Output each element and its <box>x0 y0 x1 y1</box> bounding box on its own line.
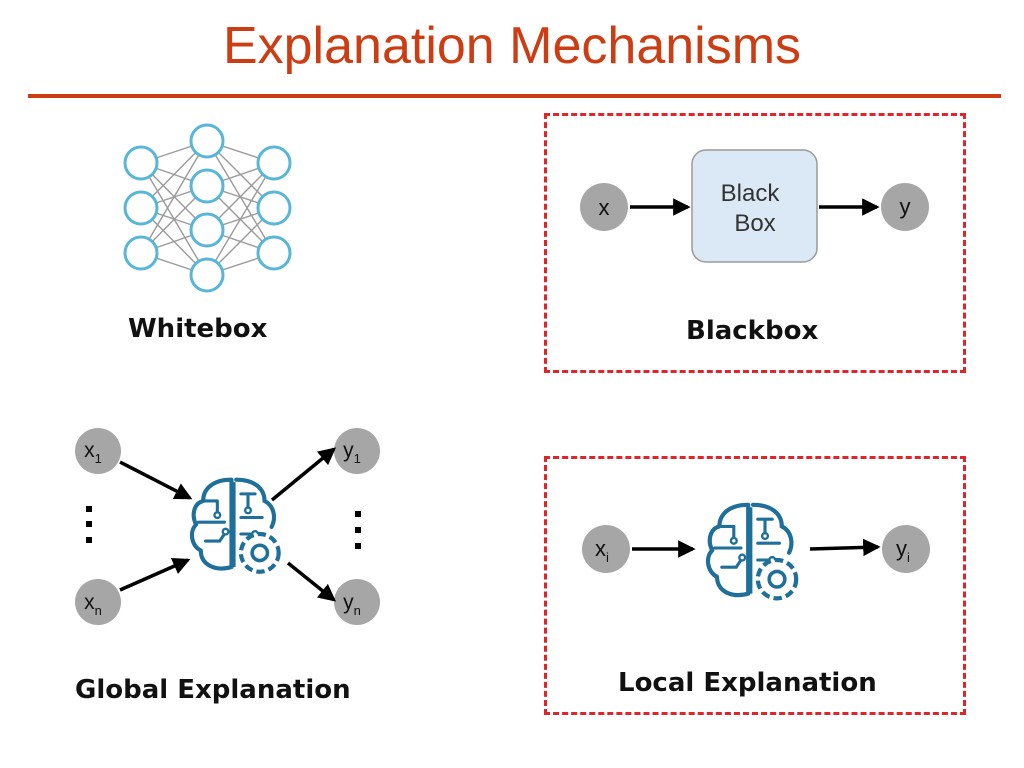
global-explanation-diagram: x1 xn y1 yn <box>75 428 380 625</box>
brain-gear-icon <box>192 480 279 572</box>
nn-neuron <box>123 145 159 181</box>
local-input-label: xi <box>595 536 609 565</box>
global-output-first-node <box>334 428 380 474</box>
nn-neuron <box>123 235 159 271</box>
global-arrow-out-last <box>286 561 337 602</box>
nn-neuron <box>189 123 225 159</box>
global-input-last-node <box>75 579 121 625</box>
global-output-last-node <box>334 579 380 625</box>
global-explanation-label: Global Explanation <box>75 675 351 705</box>
black-box-shape <box>691 149 818 263</box>
global-input-last-label: xn <box>84 591 102 618</box>
global-arrow-out-first <box>270 447 337 502</box>
blackbox-label: Blackbox <box>686 316 819 346</box>
local-output-node <box>882 525 930 573</box>
neural-network-icon <box>123 123 292 293</box>
title-divider <box>28 94 1001 98</box>
nn-neuron <box>256 145 292 181</box>
nn-connection <box>206 162 275 276</box>
black-box-label-line1: Black <box>721 180 781 207</box>
global-output-ellipsis <box>355 511 361 549</box>
local-explanation-diagram: xi yi <box>582 505 930 599</box>
global-input-ellipsis <box>86 506 92 543</box>
blackbox-frame <box>544 113 966 373</box>
global-input-first-node <box>75 428 121 474</box>
local-output-label: yi <box>896 536 910 565</box>
global-arrow-in-last <box>119 557 191 592</box>
nn-neuron <box>256 190 292 226</box>
blackbox-output-label: y <box>900 194 911 219</box>
nn-neuron <box>189 212 225 248</box>
global-output-first-label: y1 <box>343 439 361 466</box>
nn-connection <box>140 140 208 254</box>
nn-neuron <box>123 190 159 226</box>
black-box-label-line2: Box <box>734 210 775 237</box>
blackbox-output-node <box>881 183 929 231</box>
local-input-node <box>582 525 630 573</box>
brain-gear-icon <box>708 505 796 599</box>
blackbox-input-label: x <box>599 195 610 220</box>
blackbox-input-node <box>580 183 628 231</box>
local-explanation-frame <box>544 456 966 715</box>
whitebox-label: Whitebox <box>128 314 268 344</box>
global-output-last-label: yn <box>343 591 361 618</box>
local-arrow-out <box>809 538 881 557</box>
nn-neuron <box>256 235 292 271</box>
nn-neuron <box>189 257 225 293</box>
nn-neuron <box>189 168 225 204</box>
global-arrow-in-first <box>119 460 193 500</box>
local-explanation-label: Local Explanation <box>618 668 877 698</box>
page-title: Explanation Mechanisms <box>222 17 802 75</box>
blackbox-diagram: x Black Box y <box>580 149 929 263</box>
global-input-first-label: x1 <box>84 439 102 466</box>
